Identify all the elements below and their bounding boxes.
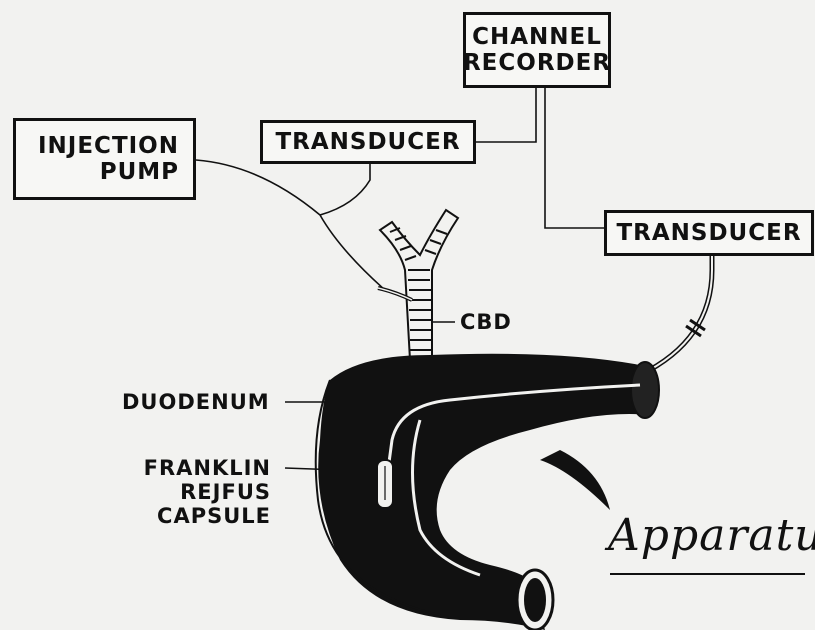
catheter-to-cbd [320,215,385,290]
transducer-left-box: TRANSDUCER [260,120,476,164]
transducer-left-line [320,163,370,215]
injection-pump-box: INJECTION PUMP [13,118,196,200]
duodenum-label: DUODENUM [122,390,270,414]
pump-line [196,160,320,215]
cbd-label: CBD [460,310,512,334]
common-bile-duct [378,210,458,360]
duodenum-shape [316,354,659,630]
recorder-to-right-transducer-line [545,88,604,228]
recorder-to-transducer-line [476,88,536,142]
capsule-label: FRANKLIN REJFUS CAPSULE [106,456,271,528]
diagram-title: Apparatus [608,510,815,561]
transducer-right-box: TRANSDUCER [604,210,814,256]
capsule-shape [377,460,393,508]
channel-recorder-box: CHANNEL RECORDER [463,12,611,88]
